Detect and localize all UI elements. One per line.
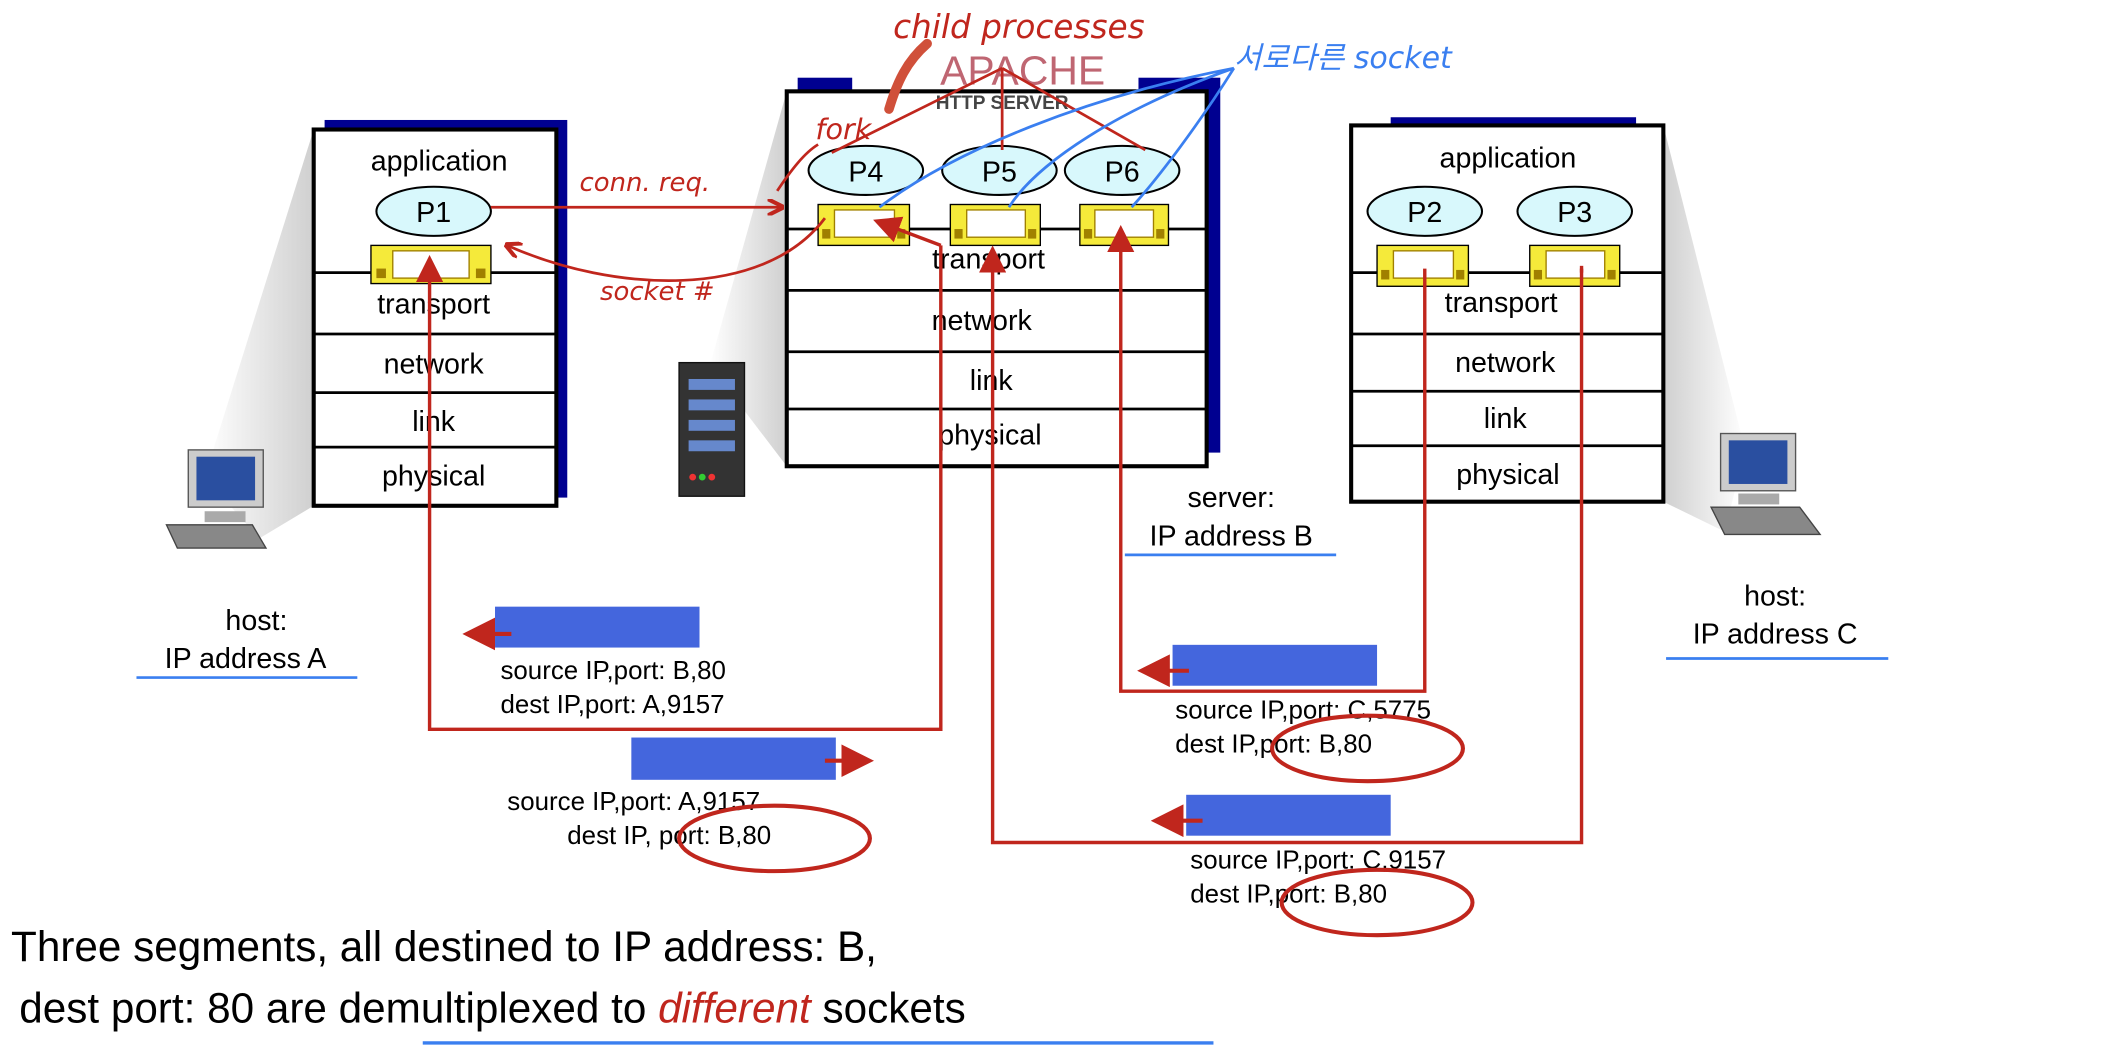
svg-text:fork: fork	[815, 112, 872, 146]
svg-text:source IP,port: B,80: source IP,port: B,80	[500, 657, 725, 685]
process-label: P1	[416, 197, 451, 229]
process-label: P6	[1105, 156, 1140, 188]
socket-icon	[1376, 244, 1470, 287]
svg-text:dest IP,port: A,9157: dest IP,port: A,9157	[500, 691, 724, 719]
layer-label: network	[932, 305, 1033, 337]
socket-number-annotation: socket #	[507, 217, 827, 307]
layer-label: physical	[1456, 459, 1559, 491]
different-socket-annotation: 서로다른 socket	[878, 41, 1453, 209]
process-label: P3	[1557, 197, 1592, 229]
host-a-label: host:	[225, 605, 287, 637]
process-p1	[375, 185, 492, 237]
svg-text:socket #: socket #	[600, 277, 715, 307]
socket-icon	[1529, 244, 1621, 287]
process-p6	[1063, 144, 1181, 196]
segment-2: source IP,port: A,9157 dest IP, port: B,…	[507, 737, 875, 874]
layer-label: physical	[382, 460, 485, 492]
svg-text:conn. req.: conn. req.	[580, 168, 711, 198]
layer-label: link	[412, 406, 456, 438]
svg-text:dest IP, port: B,80: dest IP, port: B,80	[567, 822, 771, 850]
process-p2	[1366, 185, 1484, 237]
svg-text:dest IP,port: B,80: dest IP,port: B,80	[1190, 880, 1387, 908]
host-a-stack: application transport network link physi…	[311, 119, 568, 508]
conn-req-annotation: conn. req.	[490, 168, 781, 207]
process-label: P4	[848, 156, 883, 188]
socket-icon	[949, 203, 1042, 247]
host-a-address: IP address A	[165, 643, 328, 675]
host-c-address: IP address C	[1693, 618, 1858, 650]
layer-label: physical	[938, 419, 1041, 451]
process-p4	[807, 144, 925, 196]
socket-icon	[1079, 203, 1170, 247]
layer-label: transport	[932, 244, 1045, 276]
server-label: server:	[1187, 482, 1274, 514]
child-processes-annotation: child processes	[831, 8, 1146, 154]
svg-text:서로다른 socket: 서로다른 socket	[1234, 41, 1453, 76]
layer-label: transport	[377, 289, 490, 321]
host-c-label: host:	[1744, 580, 1806, 612]
segment-3: source IP,port: C,5775 dest IP,port: B,8…	[1137, 644, 1465, 784]
host-c-stack: application transport network link physi…	[1349, 117, 1666, 504]
process-label: P5	[982, 156, 1017, 188]
server-b-stack: transport network link physical P4 P5 P6	[784, 77, 1221, 469]
process-p3	[1516, 185, 1634, 237]
layer-label: application	[1440, 143, 1577, 175]
fork-annotation: fork	[776, 112, 873, 192]
laptop-computer-icon-left	[165, 449, 268, 549]
segment-4: source IP,port: C,9157 dest IP,port: B,8…	[1150, 794, 1475, 938]
socket-icon	[817, 203, 911, 247]
process-label: P2	[1407, 197, 1442, 229]
layer-label: network	[1455, 347, 1556, 379]
perspective-shade	[1663, 125, 1746, 532]
laptop-computer-icon-right	[1709, 432, 1822, 536]
perspective-shade	[204, 129, 314, 539]
layer-label: transport	[1445, 287, 1558, 319]
demux-paths	[415, 216, 1584, 845]
layer-label: link	[1484, 403, 1528, 435]
layer-label: application	[371, 145, 508, 177]
layer-label: network	[384, 349, 485, 381]
server-address: IP address B	[1150, 520, 1313, 552]
caption-line-2: dest port: 80 are demultiplexed to diffe…	[19, 984, 966, 1031]
server-tower-icon	[678, 361, 746, 497]
svg-text:source IP,port: C,5775: source IP,port: C,5775	[1175, 696, 1431, 724]
svg-text:child processes: child processes	[893, 8, 1145, 46]
segment-1: source IP,port: B,80 dest IP,port: A,915…	[462, 606, 726, 719]
caption-line-1: Three segments, all destined to IP addre…	[11, 923, 877, 970]
